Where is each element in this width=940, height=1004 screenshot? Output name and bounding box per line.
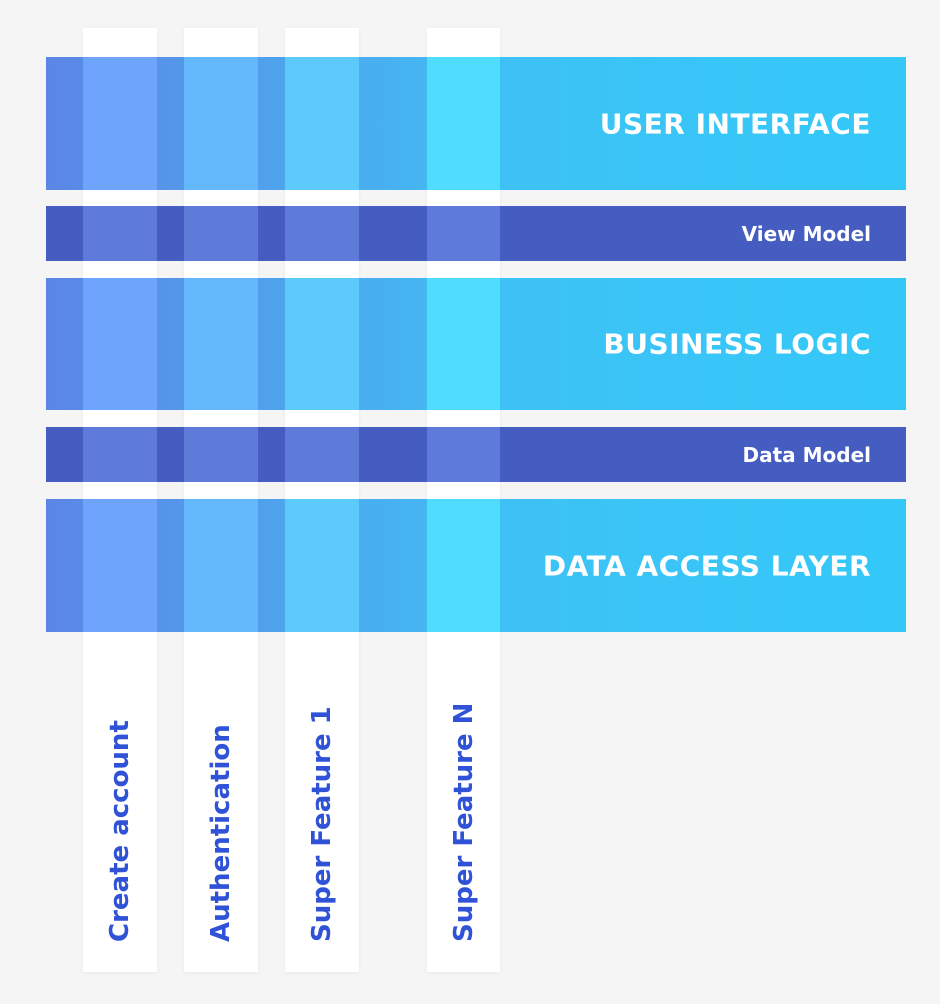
layer-cell bbox=[184, 427, 258, 482]
layer-cell bbox=[427, 206, 500, 261]
layer-cell bbox=[83, 57, 157, 190]
layer-cell bbox=[427, 57, 500, 190]
layer-cell bbox=[427, 499, 500, 632]
layer-business-logic: BUSINESS LOGIC bbox=[46, 278, 906, 410]
layer-cell bbox=[285, 57, 359, 190]
feature-label: Super Feature 1 bbox=[307, 706, 337, 942]
layer-cell bbox=[285, 278, 359, 410]
layer-data-model: Data Model bbox=[46, 427, 906, 482]
layer-label: Data Model bbox=[742, 442, 872, 467]
feature-label: Authentication bbox=[206, 724, 236, 942]
layer-cell bbox=[285, 499, 359, 632]
layer-view-model: View Model bbox=[46, 206, 906, 261]
layer-label: BUSINESS LOGIC bbox=[603, 327, 871, 361]
layer-cell bbox=[83, 206, 157, 261]
layer-user-interface: USER INTERFACE bbox=[46, 57, 906, 190]
layer-cell bbox=[83, 427, 157, 482]
feature-label: Super Feature N bbox=[448, 702, 479, 942]
layer-cell bbox=[184, 278, 258, 410]
layer-cell bbox=[285, 427, 359, 482]
layer-data-access-layer: DATA ACCESS LAYER bbox=[46, 499, 906, 632]
layer-label: View Model bbox=[741, 221, 871, 246]
layer-cell bbox=[184, 206, 258, 261]
feature-label: Create account bbox=[105, 720, 135, 942]
layer-label: DATA ACCESS LAYER bbox=[542, 549, 871, 582]
layer-cell bbox=[285, 206, 359, 261]
layer-cell bbox=[427, 278, 500, 410]
layer-label: USER INTERFACE bbox=[599, 107, 871, 140]
layer-cell bbox=[184, 499, 258, 632]
layer-cell bbox=[184, 57, 258, 190]
layer-cell bbox=[83, 499, 157, 632]
layer-cell bbox=[83, 278, 157, 410]
layer-cell bbox=[427, 427, 500, 482]
